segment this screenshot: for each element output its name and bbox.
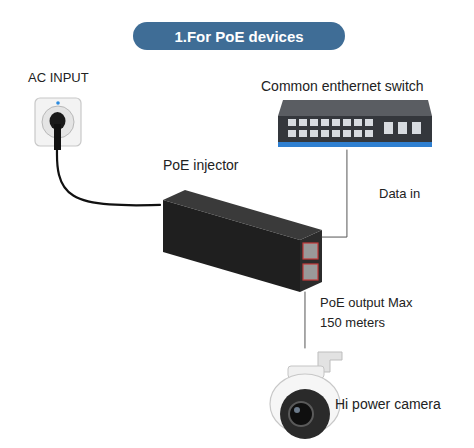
switch-port	[332, 130, 340, 137]
switch-strip	[278, 142, 432, 147]
title-pill: 1.For PoE devices	[133, 22, 345, 50]
injector-node: PoE injector	[160, 156, 322, 292]
switch-port	[332, 119, 340, 126]
switch-port	[321, 119, 329, 126]
switch-port	[412, 122, 421, 134]
switch-port	[321, 130, 329, 137]
camera-dome	[280, 389, 330, 439]
switch-port	[365, 119, 373, 126]
connector-label: Data in	[379, 184, 439, 204]
switch-front	[278, 116, 432, 142]
switch-port	[354, 130, 362, 137]
switch-port	[354, 119, 362, 126]
switch-port	[365, 130, 373, 137]
switch-node: Common enthernet switch	[258, 76, 446, 150]
socket-node: AC INPUT	[20, 66, 98, 150]
switch-port	[343, 130, 351, 137]
connector-label: PoE output Max 150 meters	[320, 293, 414, 333]
switch-port	[310, 130, 318, 137]
rj45-port	[303, 243, 318, 259]
switch-port	[398, 122, 407, 134]
switch-port	[384, 122, 393, 134]
switch-ports	[288, 119, 421, 137]
switch-port	[310, 119, 318, 126]
power-cord	[57, 150, 160, 205]
poe-line	[304, 292, 305, 348]
socket-led	[56, 101, 60, 105]
device-label: PoE injector	[163, 157, 238, 174]
rj45-port	[303, 264, 318, 280]
camera-lens	[289, 402, 313, 426]
injector-end	[300, 230, 322, 292]
switch-port	[343, 119, 351, 126]
device-label: Common enthernet switch	[261, 78, 424, 95]
camera-node: Hi power camera	[265, 348, 450, 442]
plug-stem	[54, 124, 61, 150]
camera-housing	[270, 374, 340, 434]
lens-glint	[294, 407, 300, 413]
device-label: Hi power camera	[335, 396, 441, 413]
switch-top	[278, 100, 432, 116]
injector-side	[163, 200, 300, 292]
title-text: 1.For PoE devices	[174, 28, 303, 45]
switch-port	[288, 119, 296, 126]
switch-port	[288, 130, 296, 137]
switch-port	[299, 119, 307, 126]
switch-port	[299, 130, 307, 137]
device-label: AC INPUT	[28, 70, 89, 86]
data-line	[322, 150, 347, 237]
